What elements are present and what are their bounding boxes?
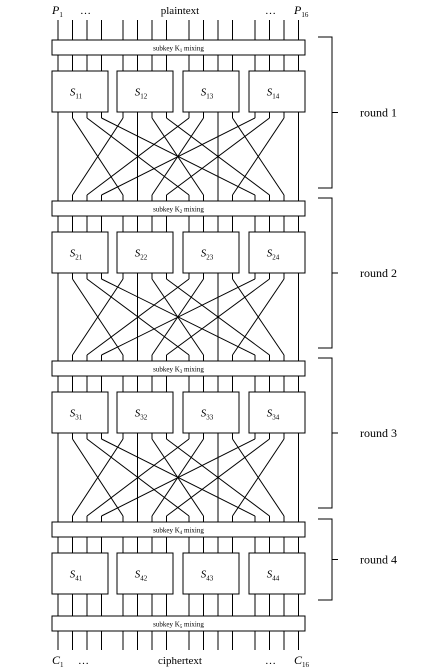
sbox — [248, 70, 306, 113]
sbox-label: S12 — [135, 87, 148, 101]
round-label: round 4 — [360, 553, 397, 567]
round-brace — [318, 357, 338, 509]
sbox-label: S31 — [70, 408, 83, 422]
sbox-label: S44 — [267, 569, 280, 583]
permutation-wire — [232, 278, 285, 356]
sbox — [51, 231, 109, 274]
permutation-wire — [101, 117, 256, 196]
subkey-mixing-label: subkey K2 mixing — [153, 206, 204, 216]
boxes-layer — [51, 36, 338, 632]
ellipsis: … — [265, 5, 276, 17]
sbox — [51, 70, 109, 113]
sbox — [182, 70, 240, 113]
sbox-label: S11 — [70, 87, 83, 101]
ellipsis: … — [80, 5, 91, 17]
sbox-label: S32 — [135, 408, 148, 422]
permutation-wire — [232, 117, 285, 196]
subkey-mixing-label: subkey K3 mixing — [153, 366, 204, 376]
sbox-label: S23 — [201, 248, 214, 262]
round-brace — [318, 518, 338, 601]
subkey-mixing-box — [51, 39, 306, 56]
permutation-wire — [166, 438, 270, 517]
permutation-wire — [166, 278, 270, 356]
sbox-label: S24 — [267, 248, 280, 262]
sbox-label: S33 — [201, 408, 214, 422]
sbox-label: S34 — [267, 408, 280, 422]
ciphertext-last-bit: C16 — [294, 653, 310, 669]
sbox-label: S13 — [201, 87, 214, 101]
round-label: round 2 — [360, 266, 397, 280]
plaintext-label: plaintext — [161, 5, 200, 17]
sbox-label: S14 — [267, 87, 280, 101]
permutation-wire — [86, 278, 190, 356]
ellipsis: … — [78, 655, 89, 667]
sbox — [182, 552, 240, 595]
sbox — [182, 231, 240, 274]
permutation-wire — [166, 117, 270, 196]
sbox — [51, 552, 109, 595]
sbox-label: S43 — [201, 569, 214, 583]
ellipsis: … — [265, 655, 276, 667]
subkey-mixing-box — [51, 521, 306, 538]
permutation-wire — [72, 117, 124, 196]
sbox — [182, 391, 240, 434]
permutation-wire — [101, 278, 256, 356]
permutation-wire — [72, 278, 124, 356]
sbox — [116, 70, 174, 113]
ciphertext-label: ciphertext — [158, 655, 202, 667]
sbox — [248, 391, 306, 434]
sbox-label: S42 — [135, 569, 148, 583]
permutation-wire — [232, 438, 285, 517]
sbox — [51, 391, 109, 434]
ciphertext-first-bit: C1 — [52, 653, 64, 669]
subkey-mixing-label: subkey K1 mixing — [153, 45, 204, 55]
permutation-wire — [86, 117, 190, 196]
round-brace — [318, 36, 338, 189]
permutation-wire — [101, 438, 256, 517]
plaintext-first-bit: P1 — [51, 3, 63, 19]
subkey-mixing-box — [51, 200, 306, 217]
sbox — [248, 231, 306, 274]
subkey-mixing-label: subkey K5 mixing — [153, 621, 204, 631]
sbox-label: S41 — [70, 569, 83, 583]
sbox — [116, 231, 174, 274]
sbox — [116, 391, 174, 434]
permutation-wire — [72, 438, 124, 517]
sbox — [248, 552, 306, 595]
plaintext-last-bit: P16 — [293, 3, 309, 19]
round-label: round 1 — [360, 106, 397, 120]
sbox-label: S21 — [70, 248, 83, 262]
round-label: round 3 — [360, 426, 397, 440]
subkey-mixing-box — [51, 360, 306, 377]
wires-layer — [57, 20, 299, 650]
labels-layer: subkey K1 mixing subkey K2 mixing subkey K… — [51, 3, 397, 669]
subkey-mixing-box — [51, 615, 306, 632]
sbox — [116, 552, 174, 595]
sbox-label: S22 — [135, 248, 148, 262]
permutation-wire — [86, 438, 190, 517]
round-brace — [318, 197, 338, 349]
subkey-mixing-label: subkey K4 mixing — [153, 527, 204, 537]
